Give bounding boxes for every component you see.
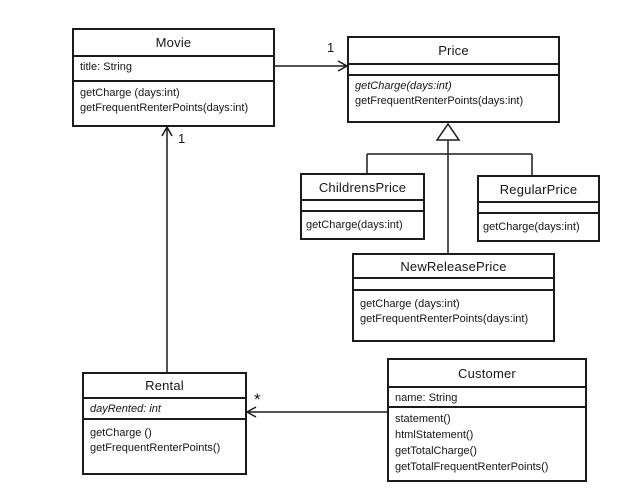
method-line: getFrequentRenterPoints(days:int) [360, 313, 529, 325]
method-line: getCharge (days:int) [80, 87, 180, 99]
attribute-line: name: String [395, 392, 458, 404]
association-movie-price [275, 60, 349, 72]
class-movie: Movie title: String getCharge (days:int)… [72, 28, 275, 127]
method-line: getFrequentRenterPoints(days:int) [355, 95, 524, 107]
methods-compartment: getCharge(days:int) getFrequentRenterPoi… [349, 76, 558, 121]
class-name: Customer [389, 360, 585, 388]
class-name: Movie [74, 30, 273, 57]
class-name: RegularPrice [479, 177, 598, 203]
multiplicity-customer-rental: * [254, 390, 261, 409]
class-name: ChildrensPrice [302, 175, 423, 201]
association-rental-movie [161, 125, 173, 372]
attributes-compartment: name: String [389, 388, 585, 408]
attributes-compartment [354, 279, 553, 291]
class-name: NewReleasePrice [354, 255, 553, 279]
attribute-line: title: String [80, 61, 132, 73]
hollow-triangle-icon [435, 122, 461, 141]
method-line: getFrequentRenterPoints() [90, 442, 221, 454]
method-line: getCharge (days:int) [360, 298, 460, 310]
association-customer-rental [245, 406, 387, 418]
class-regular-price: RegularPrice getCharge(days:int) [477, 175, 600, 242]
method-line: htmlStatement() [395, 429, 474, 441]
method-line: getCharge(days:int) [483, 221, 580, 233]
methods-compartment: statement() htmlStatement() getTotalChar… [389, 408, 585, 480]
methods-compartment: getCharge(days:int) [479, 214, 598, 240]
methods-compartment: getCharge (days:int) getFrequentRenterPo… [74, 82, 273, 125]
attributes-compartment [349, 65, 558, 76]
method-line: getCharge(days:int) [306, 219, 403, 231]
methods-compartment: getCharge () getFrequentRenterPoints() [84, 420, 245, 473]
method-line: getFrequentRenterPoints(days:int) [80, 102, 249, 114]
class-customer: Customer name: String statement() htmlSt… [387, 358, 587, 482]
class-name: Price [349, 38, 558, 65]
open-arrowhead-icon [161, 125, 173, 137]
attributes-compartment [302, 201, 423, 212]
attribute-line: dayRented: int [90, 403, 161, 415]
class-price: Price getCharge(days:int) getFrequentRen… [347, 36, 560, 123]
attributes-compartment [479, 203, 598, 214]
attributes-compartment: dayRented: int [84, 399, 245, 420]
method-line: getTotalCharge() [395, 445, 477, 457]
multiplicity-rental-movie: 1 [178, 131, 186, 146]
class-rental: Rental dayRented: int getCharge () getFr… [82, 372, 247, 475]
methods-compartment: getCharge (days:int) getFrequentRenterPo… [354, 291, 553, 340]
multiplicity-movie-price: 1 [327, 40, 335, 55]
method-line: getCharge () [90, 427, 152, 439]
method-line: getTotalFrequentRenterPoints() [395, 461, 549, 473]
open-arrowhead-icon [337, 60, 349, 72]
method-line: statement() [395, 413, 451, 425]
attributes-compartment: title: String [74, 57, 273, 82]
class-new-release-price: NewReleasePrice getCharge (days:int) get… [352, 253, 555, 342]
methods-compartment: getCharge(days:int) [302, 212, 423, 238]
abstract-method-line: getCharge(days:int) [355, 80, 452, 92]
class-childrens-price: ChildrensPrice getCharge(days:int) [300, 173, 425, 240]
class-name: Rental [84, 374, 245, 399]
